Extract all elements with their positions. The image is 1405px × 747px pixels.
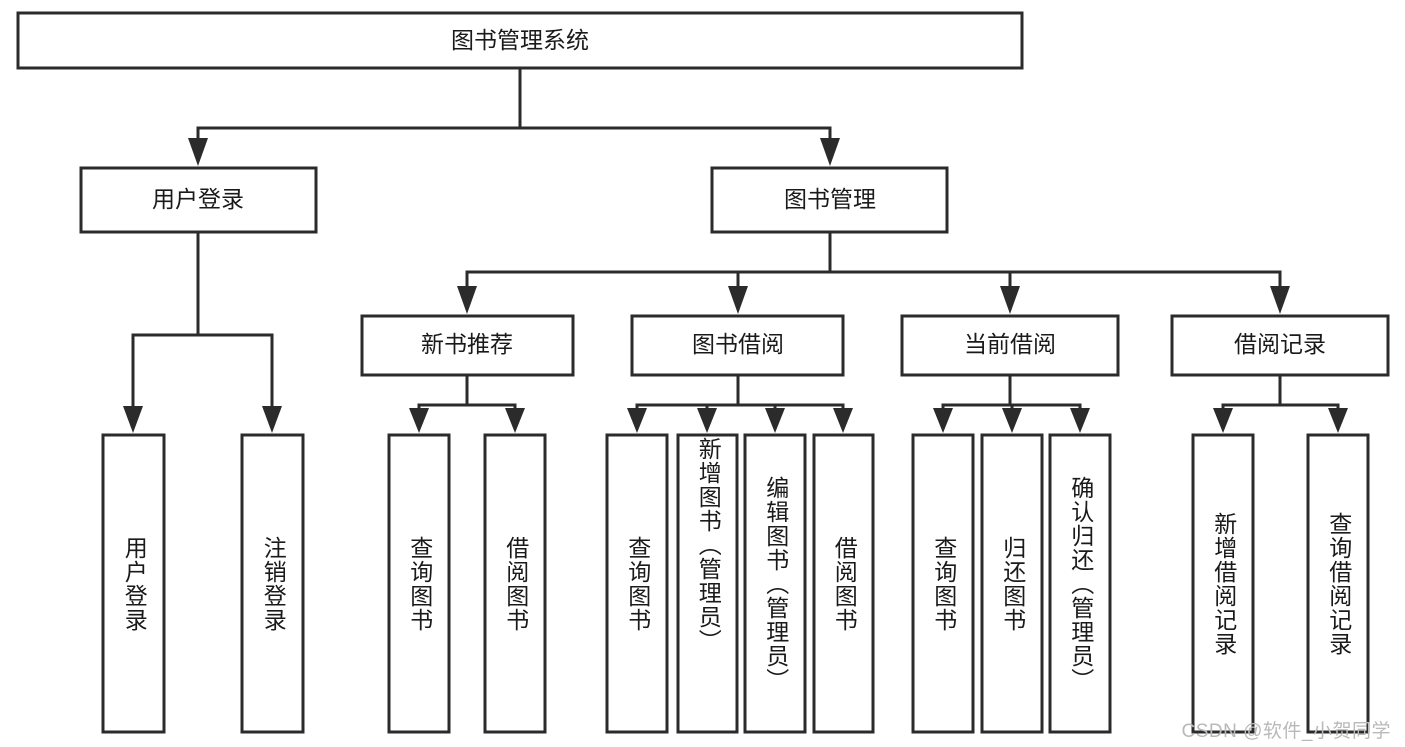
node-new-book-recommend[interactable]: 新书推荐	[360, 314, 575, 377]
arrow-head-bookmgmt-c3	[1000, 286, 1020, 314]
arrow-head-currentborrow-l3	[1070, 408, 1090, 433]
node-borrow-record[interactable]: 借阅记录	[1170, 314, 1390, 377]
arrow-head-borrowrecord-l1	[1213, 408, 1233, 433]
leaf-box-new-book-1[interactable]	[387, 433, 451, 734]
node-root-label: 图书管理系统	[451, 27, 589, 53]
leaf-box-book-borrow-3[interactable]	[743, 433, 807, 734]
arrow-head-bookborrow-l1	[627, 408, 647, 433]
leaf-box-current-borrow-3[interactable]	[1048, 433, 1112, 734]
node-book-management-label: 图书管理	[784, 186, 876, 212]
arrow-head-user-leaf2	[262, 406, 282, 433]
leaf-box-new-book-2[interactable]	[483, 433, 547, 734]
arrow-head-root-to-user	[188, 138, 208, 166]
leaf-box-borrow-record-1[interactable]	[1191, 433, 1255, 734]
arrow-head-user-leaf1	[123, 406, 143, 433]
leaf-box-current-borrow-1[interactable]	[911, 433, 975, 734]
connector-group-current-borrow	[933, 373, 1090, 433]
node-borrow-record-label: 借阅记录	[1234, 331, 1326, 357]
node-current-borrow-box[interactable]	[900, 314, 1120, 377]
arrow-head-newbook-l1	[409, 408, 429, 433]
leaf-box-book-borrow-4[interactable]	[812, 433, 875, 734]
leaf-box-borrow-record-2[interactable]	[1306, 433, 1370, 734]
node-user-login[interactable]: 用户登录	[79, 166, 318, 234]
leaf-box-user-login-1[interactable]	[101, 433, 166, 734]
node-new-book-recommend-label: 新书推荐	[421, 331, 513, 357]
leaf-box-current-borrow-2[interactable]	[980, 433, 1044, 734]
leaf-box-book-borrow-2[interactable]	[676, 433, 739, 734]
node-root[interactable]: 图书管理系统	[16, 11, 1024, 70]
arrow-head-newbook-l2	[505, 408, 525, 433]
arrow-head-currentborrow-l2	[1002, 408, 1022, 433]
node-book-borrow[interactable]: 图书借阅	[630, 314, 845, 377]
arrow-head-bookmgmt-c4	[1270, 286, 1290, 314]
node-book-management-box[interactable]	[710, 166, 949, 234]
leaf-box-user-login-2[interactable]	[240, 433, 305, 734]
connector-group-book-mgmt	[457, 230, 1290, 314]
arrow-head-borrowrecord-l2	[1328, 408, 1348, 433]
node-root-box[interactable]	[16, 11, 1024, 70]
arrow-head-bookborrow-l4	[833, 408, 853, 433]
node-new-book-recommend-box[interactable]	[360, 314, 575, 377]
arrow-head-currentborrow-l1	[933, 408, 953, 433]
leaf-box-book-borrow-1[interactable]	[605, 433, 669, 734]
arrow-head-bookborrow-l2	[697, 408, 717, 433]
node-book-borrow-box[interactable]	[630, 314, 845, 377]
connector-group-book-borrow	[627, 373, 853, 433]
arrow-head-bookborrow-l3	[765, 408, 785, 433]
node-current-borrow-label: 当前借阅	[964, 331, 1056, 357]
arrow-head-root-to-bookmgmt	[820, 138, 840, 166]
connector-group-borrow-record	[1213, 373, 1348, 433]
connector-group-user-login	[123, 230, 282, 433]
node-book-management[interactable]: 图书管理	[710, 166, 949, 234]
connector-group-new-book	[409, 373, 525, 433]
node-current-borrow[interactable]: 当前借阅	[900, 314, 1120, 377]
connector-group-root	[188, 66, 840, 166]
arrow-head-bookmgmt-c2	[728, 286, 748, 314]
node-user-login-box[interactable]	[79, 166, 318, 234]
node-borrow-record-box[interactable]	[1170, 314, 1390, 377]
node-user-login-label: 用户登录	[152, 186, 244, 212]
arrow-head-bookmgmt-c1	[457, 286, 477, 314]
node-book-borrow-label: 图书借阅	[692, 331, 784, 357]
csdn-watermark: CSDN @软件_小贺同学	[1181, 721, 1391, 742]
